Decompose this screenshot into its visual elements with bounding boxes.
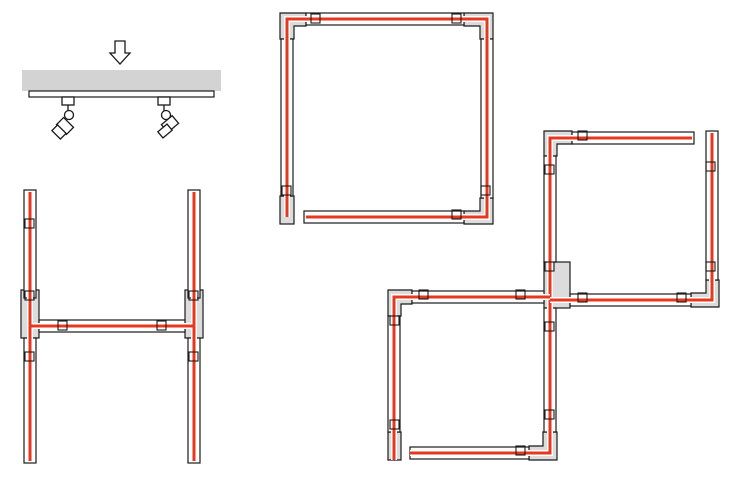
conductor-line: [550, 133, 714, 302]
clip-marker: [156, 320, 167, 331]
clip-marker: [24, 218, 35, 229]
tab-markers: [24, 218, 199, 362]
clip-marker: [389, 315, 400, 326]
double-square-configuration: [387, 130, 720, 461]
clip-marker: [418, 289, 429, 300]
spotlight-icon: [51, 96, 75, 140]
clip-marker: [451, 13, 462, 24]
clip-marker: [451, 209, 462, 220]
ceiling-slab: [22, 70, 221, 91]
ceiling-mount-detail: [22, 40, 221, 140]
conductor-edge: [391, 294, 550, 460]
conductor-line: [285, 17, 489, 219]
clip-marker: [705, 161, 716, 172]
clip-marker: [705, 261, 716, 272]
clip-marker: [188, 351, 199, 362]
clip-marker: [57, 320, 68, 331]
tab-markers: [389, 130, 716, 456]
clip-marker: [544, 164, 555, 175]
conductor-line: [392, 295, 550, 460]
clip-marker: [24, 351, 35, 362]
tab-markers: [281, 13, 491, 220]
clip-marker: [676, 292, 687, 303]
clip-marker: [515, 289, 526, 300]
clip-marker: [389, 419, 400, 430]
mounted-track: [28, 90, 215, 98]
clip-marker: [310, 13, 321, 24]
clip-marker: [577, 292, 588, 303]
clip-marker: [577, 130, 588, 141]
clip-marker: [480, 185, 491, 196]
clip-marker: [281, 185, 292, 196]
conductor-edge: [284, 16, 490, 220]
clip-marker: [515, 445, 526, 456]
spotlight-icon: [156, 96, 180, 139]
clip-marker: [24, 290, 35, 301]
square-configuration: [279, 12, 494, 225]
clip-marker: [544, 321, 555, 332]
conductor-edge: [550, 133, 715, 303]
conductor-line: [28, 192, 196, 461]
down-arrow-icon: [108, 40, 132, 65]
clip-marker: [544, 409, 555, 420]
clip-marker: [544, 261, 555, 272]
h-configuration: [20, 189, 204, 464]
clip-marker: [188, 290, 199, 301]
